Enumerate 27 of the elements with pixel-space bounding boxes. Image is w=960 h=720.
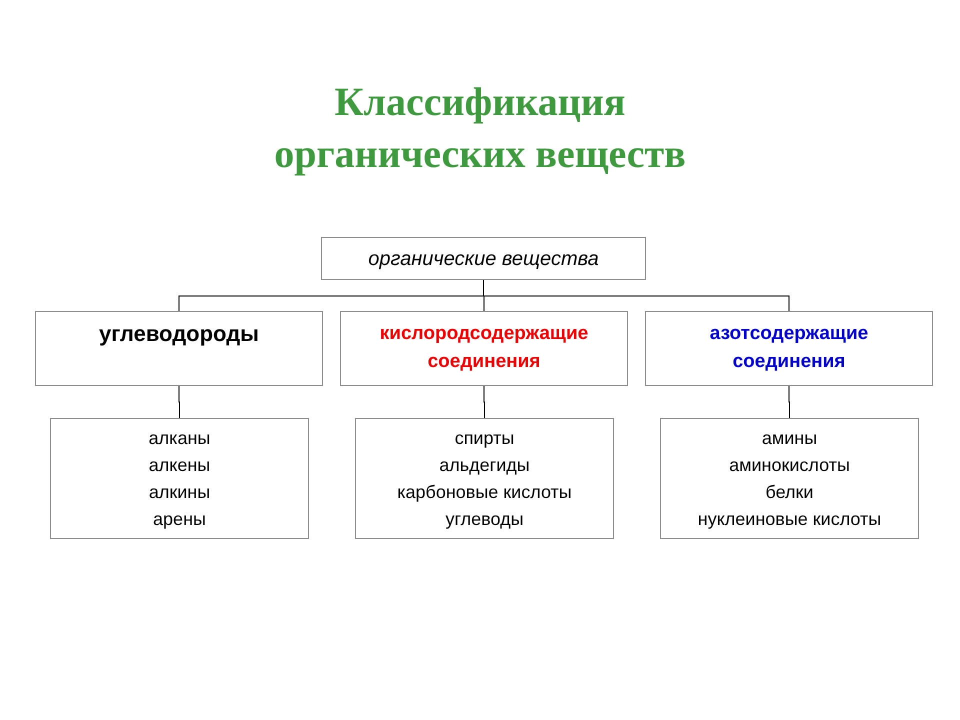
- node-text: альдегиды: [439, 454, 530, 477]
- node-text: амины: [762, 426, 818, 450]
- category-box: [35, 311, 323, 386]
- node-text: углеводороды: [99, 320, 259, 348]
- node-text: углеводы: [445, 508, 524, 531]
- root-box: [321, 237, 646, 280]
- item-list-box: [355, 418, 614, 539]
- node-text: органические вещества: [368, 246, 599, 270]
- category-box: [645, 311, 933, 386]
- title: Классификация органических веществ: [273, 78, 687, 178]
- connector-line: [484, 386, 485, 418]
- node-text: азотсодержащие соединения: [708, 322, 870, 374]
- node-text: аминокислоты: [729, 454, 850, 476]
- connector-line: [178, 386, 180, 418]
- node-text: алкены: [148, 454, 210, 476]
- node-text: нуклеиновые кислоты: [698, 508, 882, 531]
- node-text: алканы: [148, 426, 210, 450]
- item-list-box: [50, 418, 309, 539]
- connector-line: [788, 386, 790, 418]
- item-list-box: [660, 418, 919, 539]
- category-box: [340, 311, 628, 386]
- node-text: спирты: [454, 426, 514, 450]
- node-text: кислородсодержащие соединения: [378, 322, 590, 374]
- node-text: алкины: [148, 480, 210, 504]
- node-text: белки: [766, 480, 814, 504]
- node-text: арены: [153, 508, 206, 531]
- node-text: карбоновые кислоты: [397, 480, 572, 504]
